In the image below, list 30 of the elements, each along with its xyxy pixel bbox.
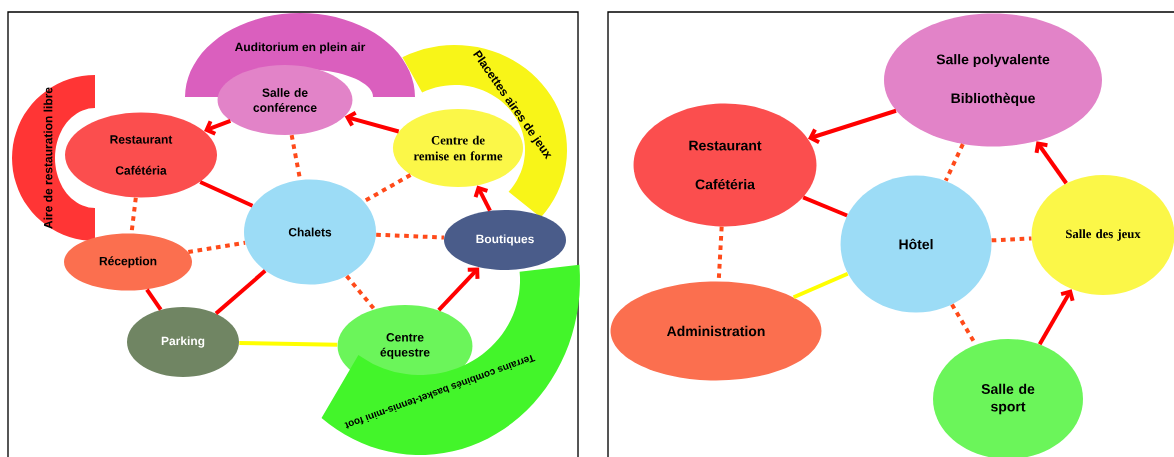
connector-line bbox=[199, 180, 254, 208]
ellipse-node: Boutiques bbox=[444, 210, 566, 270]
arrow bbox=[344, 110, 400, 134]
ellipse-node: Restaurant Cafétéria bbox=[633, 103, 817, 227]
ellipse-node: Restaurant Cafétéria bbox=[65, 112, 217, 198]
ellipse-node: Parking bbox=[127, 307, 239, 377]
arrow bbox=[808, 108, 897, 144]
arrow bbox=[204, 119, 232, 136]
connector-line bbox=[145, 288, 163, 311]
arrow bbox=[1037, 289, 1075, 346]
ellipse-node: Chalets bbox=[244, 179, 376, 285]
ellipse-node: Administration bbox=[610, 281, 822, 381]
connector-line bbox=[239, 341, 338, 347]
ellipse-node: Salle de conférence bbox=[217, 65, 353, 135]
connector-line bbox=[345, 274, 376, 311]
ellipse-node: Hôtel bbox=[840, 175, 992, 313]
connector-line bbox=[363, 173, 412, 204]
ellipse-node: Réception bbox=[64, 233, 192, 291]
connector-line bbox=[376, 232, 445, 240]
connector-line bbox=[991, 236, 1032, 243]
connector-line bbox=[214, 269, 267, 315]
band: Aire de restauration libre bbox=[12, 75, 95, 241]
connector-line bbox=[802, 195, 848, 218]
connector-line bbox=[792, 271, 849, 300]
arrow bbox=[473, 185, 492, 212]
connector-line bbox=[188, 240, 246, 255]
arrow bbox=[437, 267, 480, 312]
ellipse-node: Salle polyvalente Bibliothèque bbox=[884, 13, 1102, 147]
connector-line bbox=[943, 143, 965, 182]
arrow bbox=[1034, 141, 1068, 185]
